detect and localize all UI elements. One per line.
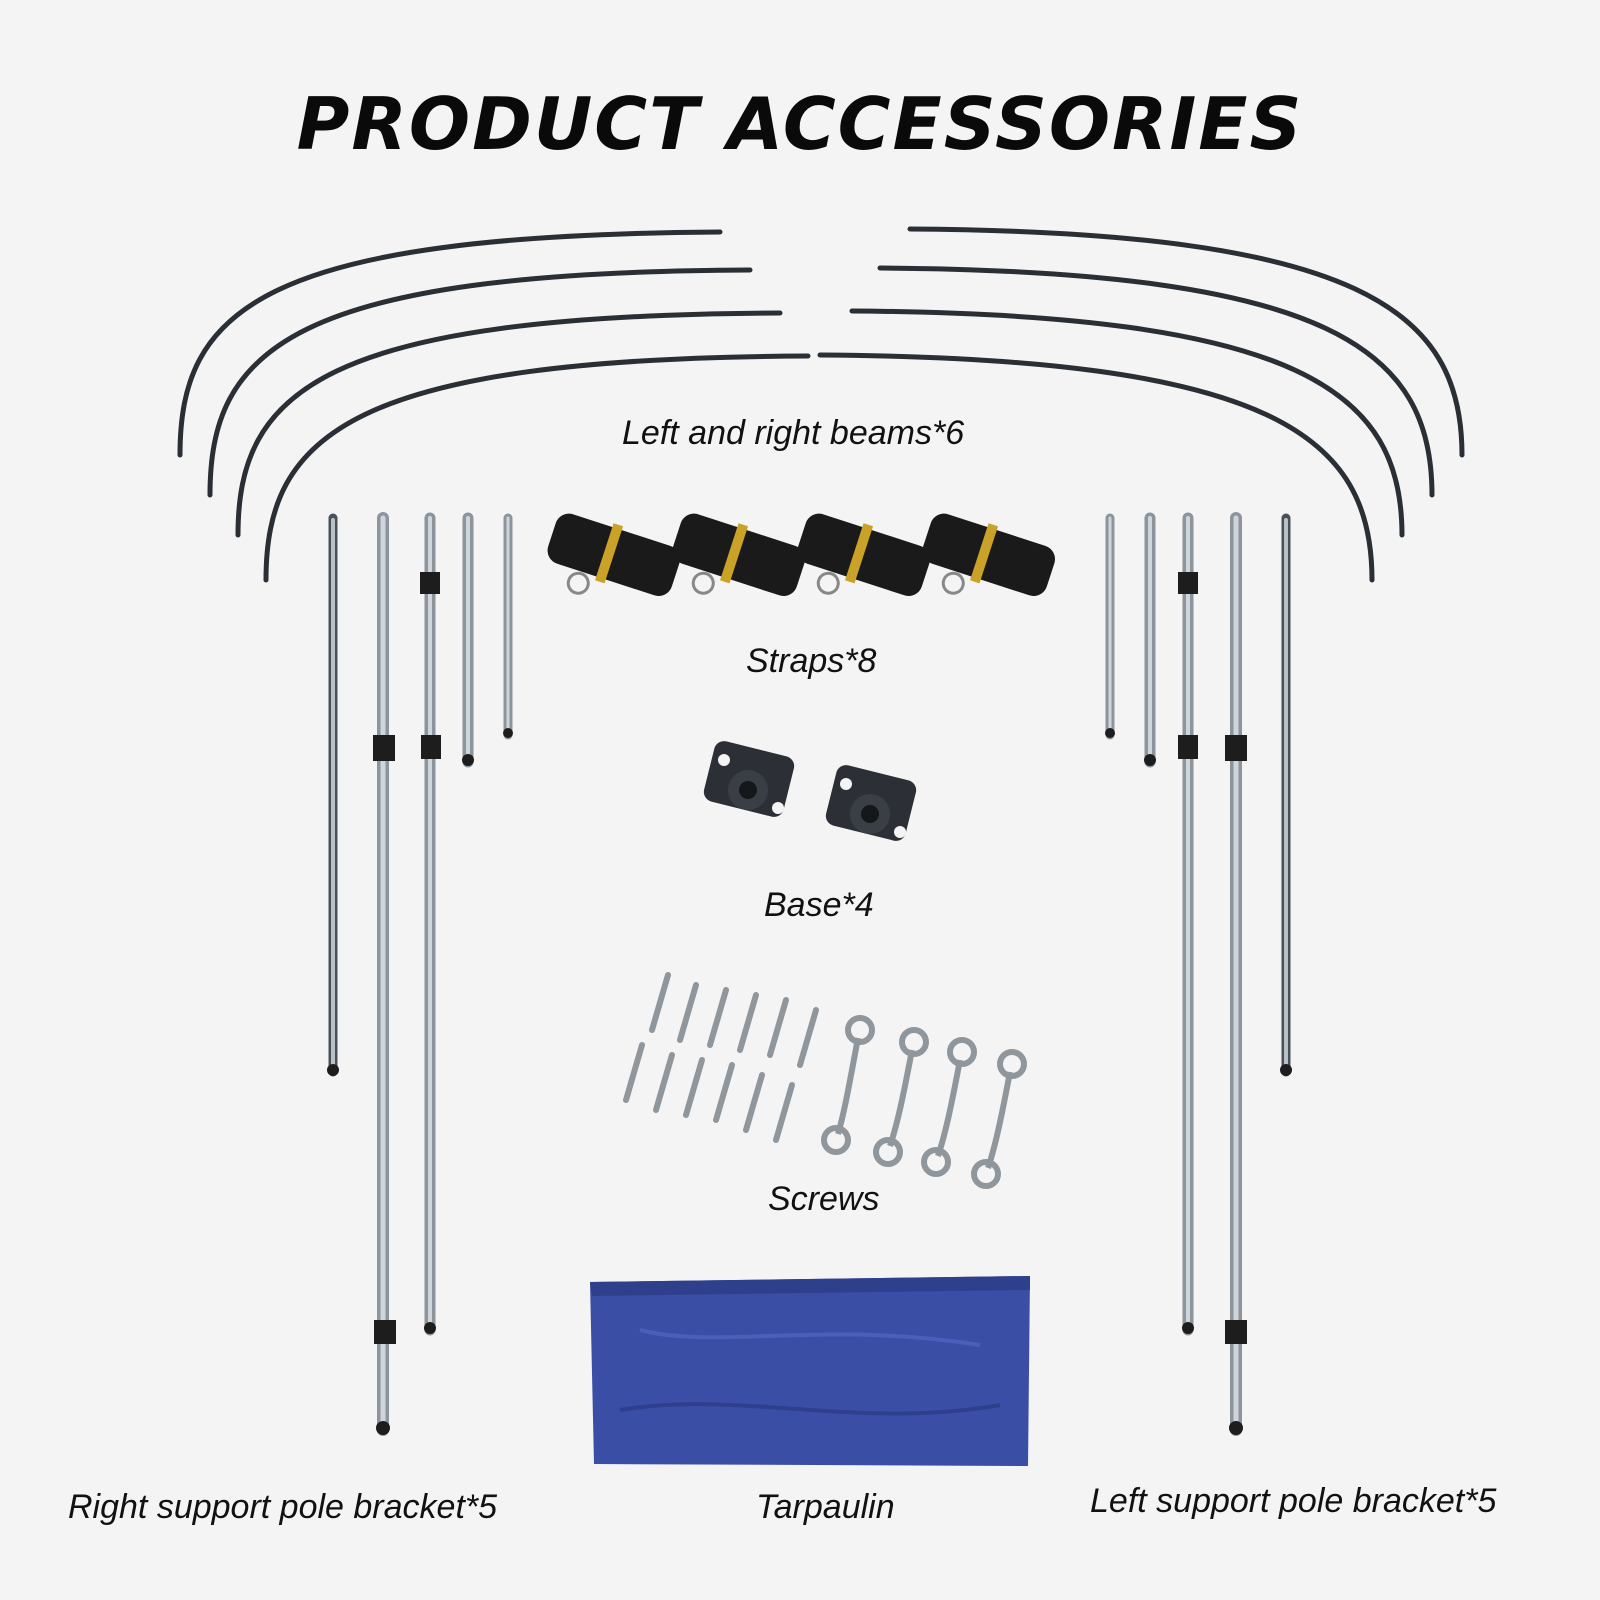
strap-3	[797, 513, 930, 596]
base-2	[825, 765, 917, 841]
page-title: PRODUCT ACCESSORIES	[296, 82, 1304, 166]
right-support-poles	[327, 512, 513, 1436]
caption-left-poles: Left support pole bracket*5	[1090, 1482, 1497, 1520]
beam-left-3	[235, 310, 783, 538]
beam-left-4	[263, 353, 811, 583]
caption-base: Base*4	[764, 886, 874, 924]
caption-tarpaulin: Tarpaulin	[756, 1488, 895, 1526]
right-beams	[817, 226, 1465, 583]
beam-left-1	[177, 229, 723, 458]
beam-left-2	[207, 267, 753, 498]
left-beams	[177, 229, 811, 583]
beam-right-2	[877, 265, 1435, 498]
beam-right-4	[817, 352, 1375, 583]
strap-2	[672, 513, 805, 596]
caption-screws: Screws	[768, 1180, 880, 1218]
strap-4	[922, 513, 1055, 596]
straps	[547, 513, 1055, 596]
tarpaulin-bag	[590, 1276, 1030, 1466]
beam-right-3	[849, 308, 1405, 538]
caption-straps: Straps*8	[746, 642, 877, 680]
caption-beams: Left and right beams*6	[622, 414, 965, 452]
strap-1	[547, 513, 680, 596]
left-support-poles	[1105, 512, 1292, 1436]
screws	[623, 972, 819, 1143]
caption-right-poles: Right support pole bracket*5	[68, 1488, 498, 1526]
base-1	[703, 741, 795, 817]
beam-right-1	[907, 226, 1465, 458]
hooks	[821, 1015, 1027, 1189]
bases	[703, 741, 917, 841]
